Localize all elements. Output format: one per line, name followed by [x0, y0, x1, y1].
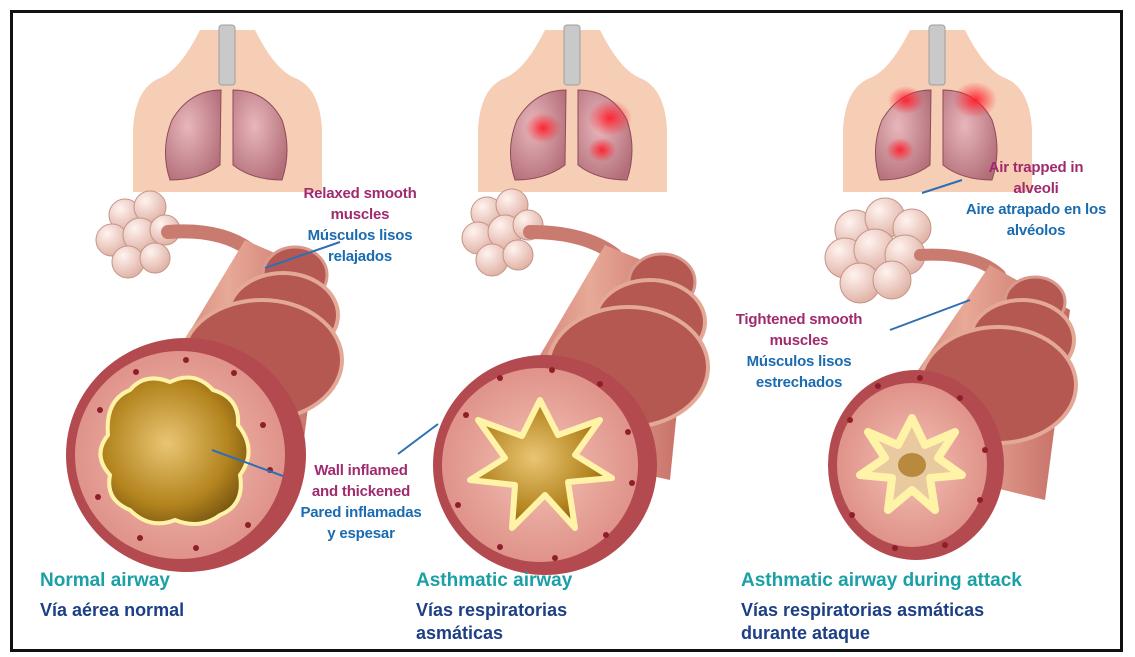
label-relaxed-en-1: Relaxed smooth [290, 183, 430, 204]
caption-asthmatic: Asthmatic airway Vías respiratorias asmá… [416, 569, 572, 645]
caption-attack-es-1: Vías respiratorias asmáticas [741, 599, 1022, 622]
label-tight-en-1: Tightened smooth [714, 309, 884, 330]
alveoli-cluster-attack [825, 198, 931, 303]
label-wall-en-2: and thickened [286, 481, 436, 502]
caption-asthmatic-es-1: Vías respiratorias [416, 599, 572, 622]
caption-asthmatic-en: Asthmatic airway [416, 569, 572, 593]
label-tight-es-2: estrechados [714, 372, 884, 393]
label-relaxed-muscles: Relaxed smooth muscles Músculos lisos re… [290, 183, 430, 267]
label-tightened-muscles: Tightened smooth muscles Músculos lisos … [714, 309, 884, 393]
label-air-es-1: Aire atrapado en los [950, 199, 1122, 220]
caption-normal-es: Vía aérea normal [40, 599, 184, 622]
caption-attack-en: Asthmatic airway during attack [741, 569, 1022, 593]
label-air-trapped: Air trapped in alveoli Aire atrapado en … [950, 157, 1122, 241]
label-relaxed-es-2: relajados [290, 246, 430, 267]
label-relaxed-en-2: muscles [290, 204, 430, 225]
label-wall-es-1: Pared inflamadas [286, 502, 436, 523]
leader-wall-asthmatic [398, 424, 438, 454]
label-air-en-2: alveoli [950, 178, 1122, 199]
label-wall-es-2: y espesar [286, 523, 436, 544]
label-tight-es-1: Músculos lisos [714, 351, 884, 372]
label-air-en-1: Air trapped in [950, 157, 1122, 178]
caption-asthmatic-es-2: asmáticas [416, 622, 572, 645]
torso-normal [133, 25, 322, 192]
label-air-es-2: alvéolos [950, 220, 1122, 241]
torso-asthmatic [478, 25, 667, 192]
label-wall-inflamed: Wall inflamed and thickened Pared inflam… [286, 460, 436, 544]
label-wall-en-1: Wall inflamed [286, 460, 436, 481]
caption-attack: Asthmatic airway during attack Vías resp… [741, 569, 1022, 645]
airway-asthmatic [433, 189, 708, 575]
caption-normal: Normal airway Vía aérea normal [40, 569, 184, 622]
caption-normal-en: Normal airway [40, 569, 184, 593]
label-relaxed-es-1: Músculos lisos [290, 225, 430, 246]
label-tight-en-2: muscles [714, 330, 884, 351]
caption-attack-es-2: durante ataque [741, 622, 1022, 645]
